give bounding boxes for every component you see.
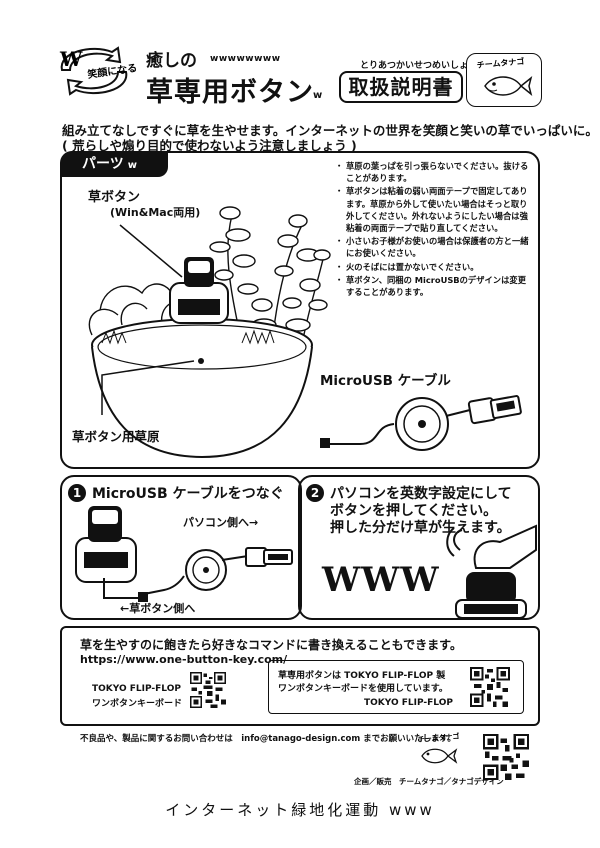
caution-note: 草ボタン、同梱の MicroUSBのデザインは変更することがあります。 <box>335 274 534 298</box>
caution-note: 草ボタンは粘着の弱い両面テープで固定してあります。草原から外して使いたい場合はそ… <box>335 185 534 234</box>
parts-tab-w: w <box>127 160 137 171</box>
fish-icon: チームタナゴ <box>476 56 533 96</box>
team-tanago-logo: チームタナゴ <box>466 53 542 107</box>
contact-text: 不良品や、製品に関するお問い合わせは info@tanago-design.co… <box>80 734 456 744</box>
button-side-label: ←草ボタン側へ <box>120 602 196 615</box>
logo-letter: W <box>59 47 83 71</box>
qr-code-icon[interactable] <box>190 672 226 708</box>
intro-line-1: 組み立てなしですぐに草を生やせます。インターネットの世界を笑顔と笑いの草でいっぱ… <box>62 123 598 138</box>
step1-number: 1 <box>68 484 86 502</box>
step1-title: MicroUSB ケーブルをつなぐ <box>92 486 284 502</box>
step2-line-1: パソコンを英数字設定にして <box>330 486 512 502</box>
part-label-grass-field: 草ボタン用草原 <box>72 429 160 444</box>
title-w-decoration: wwwwwwww <box>210 54 281 64</box>
credit-text: 企画／販売 チームタナゴ／タナゴデザイン <box>354 777 504 786</box>
qr-code-icon[interactable] <box>483 734 529 780</box>
part-label-cable: MicroUSB ケーブル <box>320 373 451 389</box>
team-logo-small-text: チームタナゴ <box>417 732 459 744</box>
step1-illustration <box>75 506 293 602</box>
fish-icon: チームタナゴ <box>417 732 460 764</box>
info-url-link[interactable]: https://www.one-button-key.com/ <box>80 653 288 666</box>
notice-line-1: 草専用ボタンは TOKYO FLIP-FLOP 製 <box>278 671 446 681</box>
parts-tab-label: パーツ <box>82 156 124 172</box>
team-logo-text: チームタナゴ <box>476 56 524 70</box>
usb-cable-illustration <box>320 395 522 451</box>
caution-note: 火のそばには置かないでください。 <box>335 261 534 273</box>
step2-number: 2 <box>306 484 324 502</box>
caution-note: 草原の葉っぱを引っ張らないでください。抜けることがあります。 <box>335 160 534 184</box>
footer-slogan: インターネット緑地化運動 www <box>165 801 435 819</box>
step2-line-3: 押した分だけ草が生えます。 <box>330 520 511 536</box>
manual-title-badge: 取扱説明書 <box>339 71 463 103</box>
step2-panel <box>298 475 540 620</box>
www-output: WWW <box>322 560 440 600</box>
info-command-text: 草を生やすのに飽きたら好きなコマンドに書き換えることもできます。 <box>80 638 462 652</box>
w-smile-logo-icon: W 笑顔になる <box>59 46 136 96</box>
notice-line-3: TOKYO FLIP-FLOP <box>364 698 453 708</box>
qr-code-icon[interactable] <box>470 667 510 707</box>
intro-line-2: ( 荒らしや煽り目的で使わないよう注意しましょう ) <box>62 138 357 153</box>
title-small: 癒しの <box>146 51 197 71</box>
part-label-grass-button-sub: (Win&Mac両用) <box>110 206 201 219</box>
keyboard-name: ワンボタンキーボード <box>92 699 183 709</box>
flip-flop-notice-box <box>268 660 524 714</box>
notice-line-2: ワンボタンキーボードを使用しています。 <box>278 684 448 694</box>
step2-line-2: ボタンを押してください。 <box>330 503 498 519</box>
title-w-suffix: w <box>313 90 323 101</box>
logo-text: 笑顔になる <box>87 61 136 81</box>
pressing-finger-illustration <box>446 524 537 618</box>
step1-panel <box>60 475 302 620</box>
manual-ruby: とりあつかいせつめいしょ <box>359 61 468 71</box>
keyboard-brand: TOKYO FLIP-FLOP <box>92 684 181 694</box>
pc-side-label: パソコン側へ→ <box>183 516 259 529</box>
parts-panel <box>60 151 540 469</box>
part-label-grass-button: 草ボタン <box>88 190 141 205</box>
caution-notes: 草原の葉っぱを引っ張らないでください。抜けることがあります。 草ボタンは粘着の弱… <box>335 160 534 299</box>
info-panel <box>60 626 540 726</box>
page-title: 草専用ボタン <box>146 77 314 108</box>
caution-note: 小さいお子様がお使いの場合は保護者の方と一緒にお使いください。 <box>335 235 534 259</box>
grass-pot-illustration <box>88 206 331 459</box>
